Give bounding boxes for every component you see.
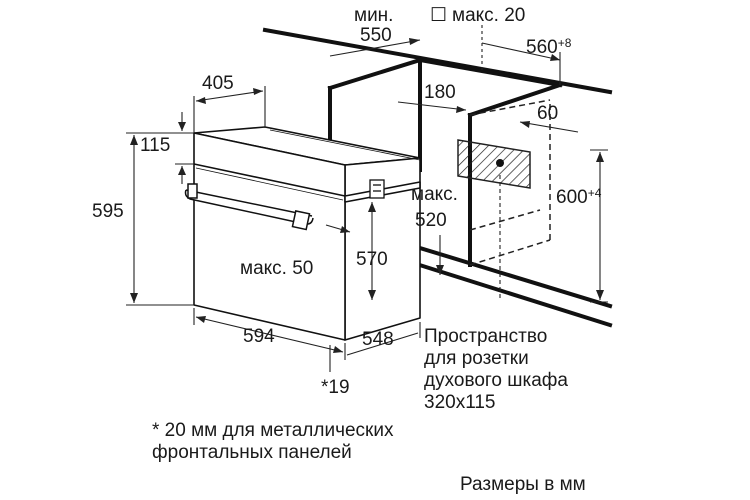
label-min: мин. [354, 5, 394, 26]
label-405: 405 [202, 73, 234, 94]
label-595: 595 [92, 201, 124, 222]
label-560: 560+8 [526, 36, 572, 58]
label-520: 520 [415, 210, 447, 231]
label-594: 594 [243, 326, 275, 347]
label-570: 570 [356, 249, 388, 270]
label-max20: макс. 20 [452, 5, 526, 26]
label-550: 550 [360, 25, 392, 46]
side-bracket [369, 179, 385, 199]
label-60: 60 [537, 103, 559, 124]
socket-note: Пространство для розетки духового шкафа … [424, 326, 568, 413]
label-548: 548 [362, 329, 394, 350]
label-180: 180 [424, 82, 456, 103]
hidden-edges [469, 99, 551, 266]
label-115: 115 [140, 135, 171, 156]
socket-area [457, 139, 531, 189]
label-max50: макс. 50 [240, 258, 314, 279]
label-19: *19 [321, 377, 350, 398]
label-600: 600+4 [556, 186, 602, 208]
dimension-lines [126, 25, 608, 372]
oven [193, 126, 421, 341]
checkbox-icon: ☐ [430, 5, 448, 26]
dimension-arrows [130, 38, 604, 353]
units-note: Размеры в мм [460, 474, 586, 495]
oven-handle [184, 183, 314, 231]
cabinet-outline [262, 27, 613, 328]
footnote: * 20 мм для металлических фронтальных па… [152, 420, 394, 463]
label-max: макс. [411, 184, 458, 205]
